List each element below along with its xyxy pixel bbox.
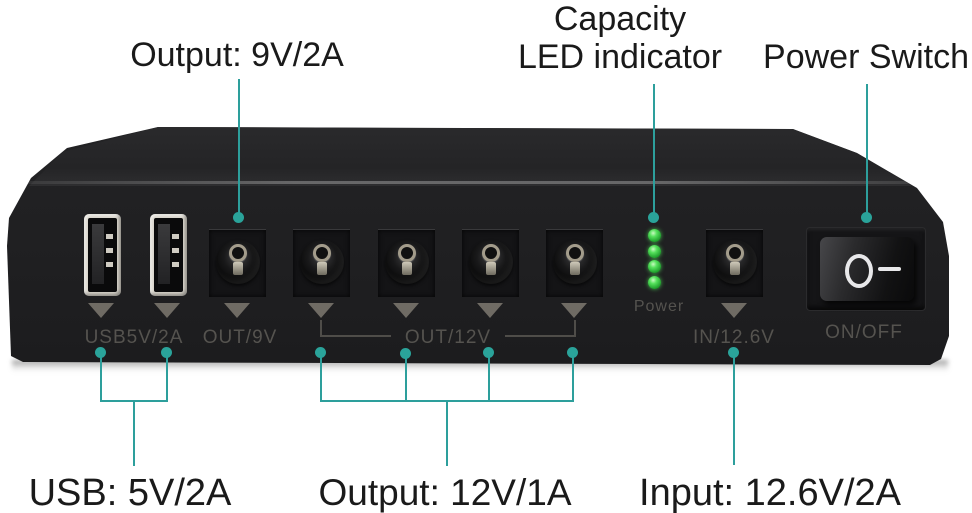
jack-pin	[317, 262, 327, 275]
out12v-bracket-right	[505, 335, 576, 337]
dc-jack-out-12v-1	[293, 229, 350, 297]
port-arrow-icon	[721, 303, 747, 318]
usb-contact	[172, 234, 179, 239]
device-out-9v-label: OUT/9V	[202, 327, 278, 348]
jack-barrel	[553, 240, 597, 284]
callout-dot-capacity-led	[648, 212, 659, 223]
jack-pin	[570, 262, 580, 275]
callout-line-power-switch	[866, 84, 868, 213]
usb-contact	[106, 262, 113, 267]
jack-pin-ring	[398, 244, 416, 262]
jack-barrel	[469, 240, 513, 284]
callout-capacity-led-label-line2: LED indicator	[517, 38, 723, 76]
callout-line-12v-3	[488, 357, 490, 402]
usb-port-2-tongue	[158, 224, 170, 284]
dc-jack-out-12v-3	[462, 229, 519, 297]
device-power-label: Power	[633, 298, 685, 315]
device-input-label: IN/12.6V	[693, 327, 775, 348]
jack-pin	[486, 262, 496, 275]
usb-contact	[172, 262, 179, 267]
callout-dot-power-switch	[861, 212, 872, 223]
switch-on-symbol	[878, 267, 901, 271]
callout-line-usb-2	[166, 357, 168, 402]
switch-off-symbol	[845, 254, 873, 288]
jack-barrel	[385, 240, 429, 284]
callout-line-usb-1	[100, 357, 102, 402]
callout-dot-12v-1	[315, 347, 326, 358]
jack-barrel	[300, 240, 344, 284]
out12v-bracket-left-tick	[320, 320, 322, 337]
jack-pin-ring	[566, 244, 584, 262]
port-arrow-icon	[308, 303, 334, 318]
callout-dot-12v-3	[483, 347, 494, 358]
callout-usb-label: USB: 5V/2A	[28, 472, 232, 513]
callout-capacity-led-label-line1: Capacity	[553, 0, 687, 38]
callout-dot-output-9v	[233, 212, 244, 223]
callout-dot-usb-1	[95, 347, 106, 358]
port-arrow-icon	[154, 303, 180, 318]
out12v-bracket-right-tick	[574, 320, 576, 337]
usb-port-1	[84, 214, 121, 296]
jack-pin	[402, 262, 412, 275]
capacity-led-3	[648, 260, 661, 273]
callout-line-output-9v	[238, 79, 240, 213]
callout-usb-stem	[133, 400, 135, 466]
callout-dot-12v-4	[567, 347, 578, 358]
dc-jack-out-12v-2	[378, 229, 435, 297]
device-top-face	[29, 127, 912, 186]
usb-port-2-cavity	[154, 218, 183, 292]
jack-pin-ring	[313, 244, 331, 262]
jack-pin-ring	[482, 244, 500, 262]
callout-dot-12v-2	[400, 348, 411, 359]
usb-contact	[106, 248, 113, 253]
port-arrow-icon	[393, 303, 419, 318]
usb-contact	[172, 248, 179, 253]
jack-pin	[730, 262, 740, 275]
callout-line-capacity-led	[653, 84, 655, 213]
dc-jack-out-9v	[209, 229, 266, 297]
device-front-edge-highlight	[27, 181, 919, 184]
callout-dot-usb-2	[161, 347, 172, 358]
device-onoff-label: ON/OFF	[825, 322, 903, 343]
callout-output-12v-label: Output: 12V/1A	[318, 472, 572, 513]
usb-port-2	[150, 214, 187, 296]
capacity-led-2	[648, 245, 661, 258]
jack-pin-ring	[229, 244, 247, 262]
power-switch-recess	[806, 227, 926, 311]
capacity-led-4	[648, 276, 661, 289]
usb-contact	[106, 234, 113, 239]
callout-line-12v-4	[572, 357, 574, 402]
device-out-12v-label: OUT/12V	[404, 327, 492, 348]
dc-jack-out-12v-4	[546, 229, 603, 297]
jack-pin	[233, 262, 243, 275]
callout-output-9v-label: Output: 9V/2A	[130, 36, 344, 74]
port-arrow-icon	[224, 303, 250, 318]
out12v-bracket-left	[320, 335, 391, 337]
jack-barrel	[216, 240, 260, 284]
device-usb-label: USB5V/2A	[84, 327, 184, 348]
power-switch-rocker	[820, 237, 914, 301]
dc-jack-input	[706, 229, 763, 297]
usb-port-1-cavity	[88, 218, 117, 292]
port-arrow-icon	[477, 303, 503, 318]
callout-power-switch-label: Power Switch	[763, 38, 969, 76]
callout-dot-input	[728, 347, 739, 358]
callout-line-12v-2	[405, 357, 407, 402]
port-arrow-icon	[561, 303, 587, 318]
port-arrow-icon	[88, 303, 114, 318]
callout-line-input	[733, 357, 735, 465]
usb-port-1-tongue	[92, 224, 104, 284]
capacity-led-1	[648, 229, 661, 242]
callout-12v-stem	[446, 400, 448, 466]
callout-input-label: Input: 12.6V/2A	[639, 472, 901, 513]
callout-line-12v-1	[320, 357, 322, 402]
jack-pin-ring	[726, 244, 744, 262]
jack-barrel	[713, 240, 757, 284]
